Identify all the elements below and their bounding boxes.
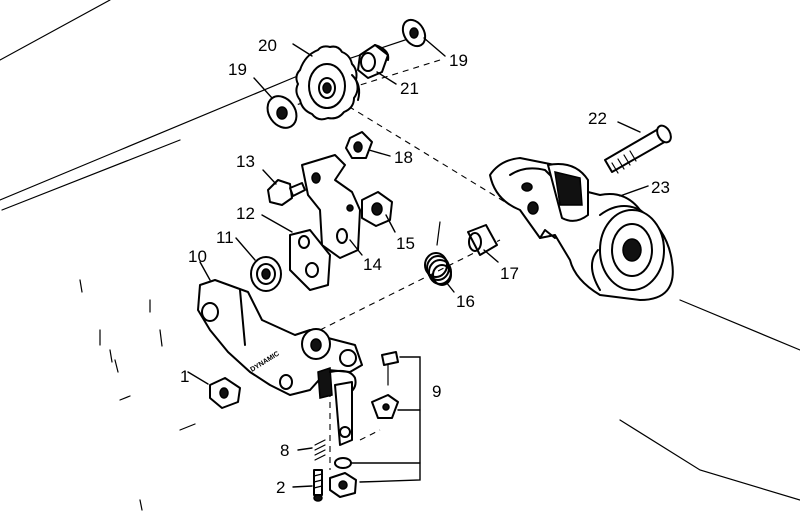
label-17: 17	[500, 264, 519, 283]
part-8-spring	[314, 439, 326, 461]
part-15-nut	[361, 191, 393, 227]
label-9: 9	[432, 382, 441, 401]
part-12-bracket	[289, 229, 331, 291]
label-10: 10	[188, 247, 207, 266]
label-22: 22	[588, 109, 607, 128]
part-1-nut	[209, 377, 241, 409]
label-12: 12	[236, 204, 255, 223]
label-leader-lines	[187, 37, 649, 488]
part-19-washer-upper	[401, 18, 427, 48]
label-11: 11	[216, 228, 234, 247]
label-19-left: 19	[228, 60, 247, 79]
part-18-nut	[345, 131, 373, 159]
part-22-pivot-bolt	[604, 124, 672, 174]
label-2: 2	[276, 478, 285, 497]
label-16: 16	[456, 292, 475, 311]
label-13: 13	[236, 152, 255, 171]
label-21: 21	[400, 79, 419, 98]
label-1: 1	[180, 367, 189, 386]
background-specks	[79, 279, 196, 511]
part-21-bushing	[357, 44, 390, 79]
part-13-bolt	[267, 179, 306, 206]
label-14: 14	[363, 255, 382, 274]
part-9-group	[329, 351, 421, 498]
label-15: 15	[396, 234, 415, 253]
part-14-hanger-plate	[301, 154, 361, 259]
adjuster-arm	[334, 381, 353, 446]
part-10-body: DYNAMIC	[197, 279, 363, 399]
label-8: 8	[280, 441, 289, 460]
part-17-bushing	[467, 224, 498, 256]
part-20-pulley	[295, 45, 361, 121]
label-18: 18	[394, 148, 413, 167]
part-11-washer	[250, 256, 282, 292]
label-19-right: 19	[449, 51, 468, 70]
label-20: 20	[258, 36, 277, 55]
part-2-screw	[313, 469, 323, 502]
part-16-spring	[424, 221, 452, 286]
part-23-cage-assembly	[489, 157, 674, 301]
label-23: 23	[651, 178, 670, 197]
part-19-washer-lower	[266, 95, 298, 129]
part-labels: 20 19 19 21 22 23 18 13 12 11 10 15 14 1…	[180, 36, 670, 497]
